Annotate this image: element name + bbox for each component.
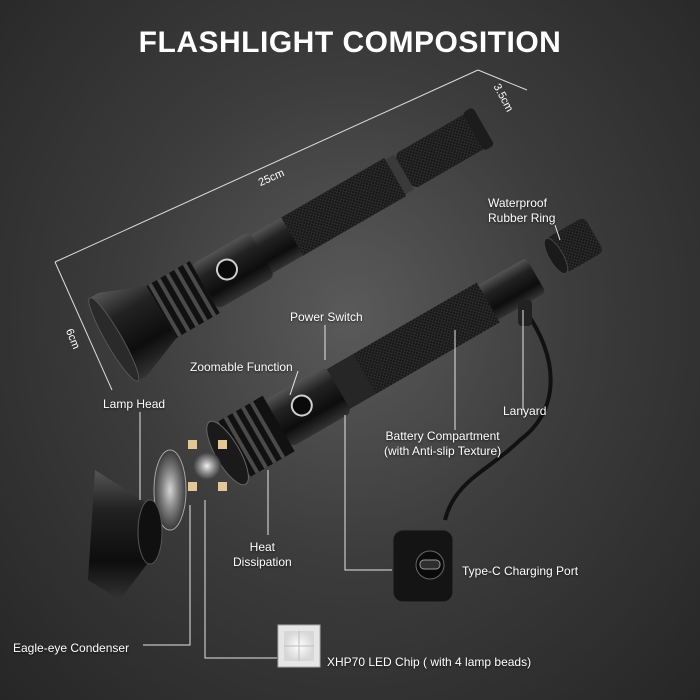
tail-dimension-line — [477, 69, 528, 91]
led-chip-label: XHP70 LED Chip ( with 4 lamp beads) — [327, 655, 532, 669]
battery-tube — [280, 157, 407, 257]
lanyard-cord — [443, 308, 553, 521]
lamp-head-opening — [137, 499, 163, 565]
lamp-head — [88, 470, 150, 600]
battery-compartment — [351, 282, 500, 395]
lamp-head-label: Lamp Head — [103, 397, 166, 411]
type-c-port-inset — [392, 529, 454, 603]
length-dimension-line — [54, 69, 479, 263]
silver-ring — [383, 154, 414, 196]
zoomable-function-label: Zoomable Function — [190, 360, 293, 374]
power-switch-icon — [290, 394, 313, 417]
collar-rings — [325, 354, 376, 410]
power-button-icon — [215, 258, 238, 281]
eagle-eye-condenser-label: Eagle-eye Condenser — [13, 641, 130, 655]
heat-dissipation-label: Heat Dissipation — [233, 540, 292, 570]
type-c-port-label: Type-C Charging Port — [462, 564, 579, 578]
collar — [250, 217, 304, 274]
led-chip-inset — [277, 624, 321, 668]
head-dimension-line — [54, 261, 113, 391]
tail-end — [463, 108, 494, 150]
body-threaded-end — [475, 259, 545, 321]
eagle-eye-condenser-lens — [153, 449, 187, 531]
waterproof-ring-label-line1: Waterproof — [488, 196, 547, 210]
heat-dissipation-label-line2: Dissipation — [233, 555, 292, 569]
page-title: FLASHLIGHT COMPOSITION — [138, 26, 562, 59]
battery-compartment-label: Battery Compartment (with Anti-slip Text… — [384, 429, 501, 459]
lens-face — [88, 297, 140, 382]
led-emitters — [188, 440, 227, 491]
tail-cap — [396, 114, 486, 188]
assembled-flashlight — [88, 108, 494, 382]
power-switch-label: Power Switch — [290, 310, 363, 324]
disassembled-flashlight — [88, 218, 602, 668]
waterproof-ring-label: Waterproof Rubber Ring — [488, 196, 555, 226]
battery-compartment-label-line1: Battery Compartment — [385, 429, 500, 443]
leader-lines — [139, 224, 561, 659]
lanyard-clip — [518, 300, 532, 326]
lanyard-label: Lanyard — [503, 404, 547, 418]
bezel — [89, 286, 177, 382]
battery-compartment-label-line2: (with Anti-slip Texture) — [384, 444, 502, 458]
dimension-lines — [54, 69, 528, 391]
waterproof-ring-label-line2: Rubber Ring — [488, 211, 556, 225]
tail-cap-separate — [543, 218, 602, 275]
heat-dissipation-label-line1: Heat — [249, 540, 276, 554]
usb-c-icon — [419, 559, 441, 570]
heatsink-fins — [146, 261, 220, 338]
